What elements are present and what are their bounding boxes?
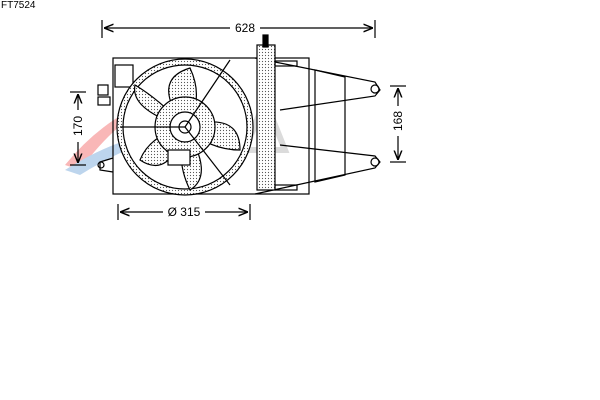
fan-diameter-label: Ø 315	[168, 205, 201, 219]
left-height-dimension-label: 170	[71, 116, 85, 136]
part-code: FT7524	[1, 0, 36, 11]
shroud-frame	[97, 34, 381, 195]
width-dimension-label: 628	[235, 21, 255, 35]
fan	[116, 58, 254, 196]
right-height-dimension-label: 168	[391, 111, 405, 131]
dimension-lines	[70, 20, 406, 220]
